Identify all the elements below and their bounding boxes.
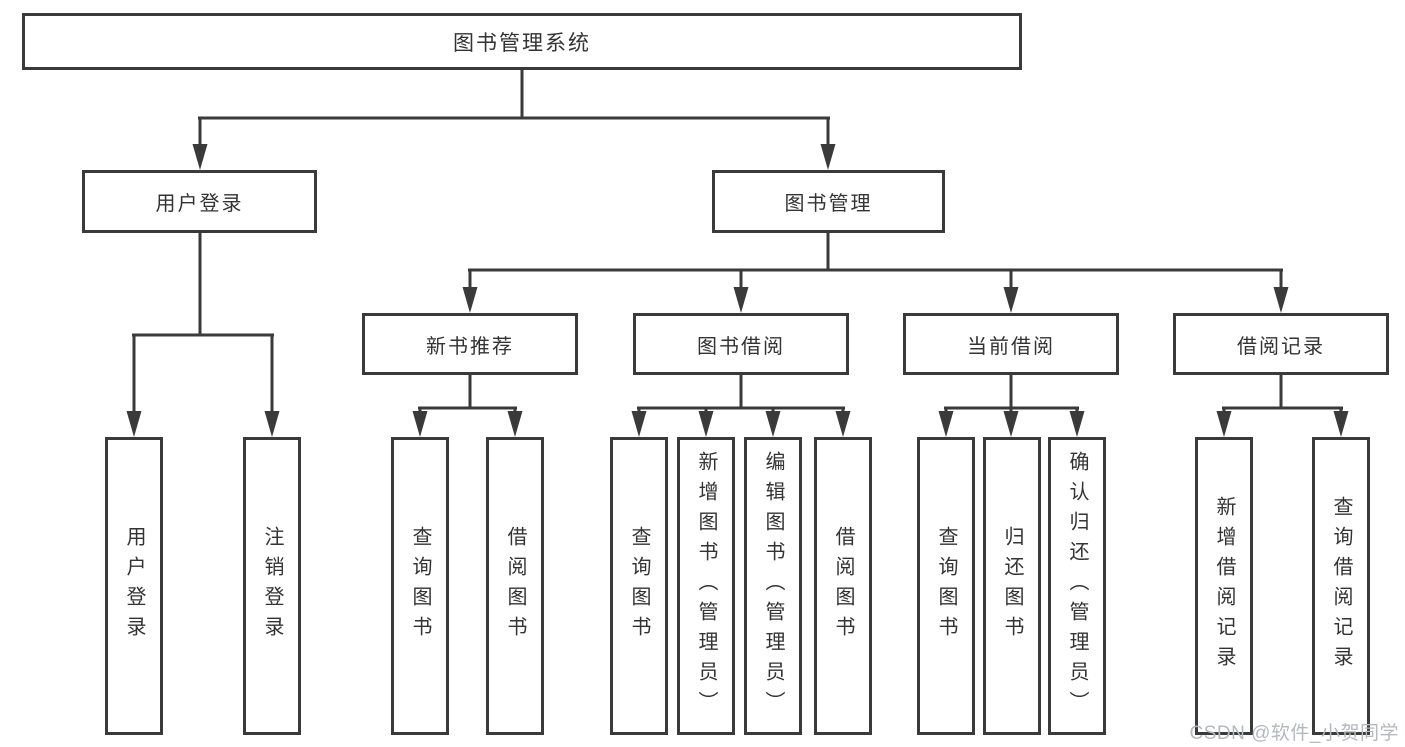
csdn-watermark: CSDN @软件_小贺同学 xyxy=(1189,723,1399,744)
leaf-add-books-admin: 新增图书（管理员） xyxy=(677,437,735,735)
connector-new-book-children xyxy=(412,375,523,437)
leaf-return-books-label: 归还图书 xyxy=(1001,526,1023,646)
connector-book-borrowing-children xyxy=(631,375,851,437)
connector-current-borrowing-children xyxy=(938,375,1085,437)
node-user-login-label: 用户登录 xyxy=(155,193,244,215)
node-book-borrowing: 图书借阅 xyxy=(633,313,849,375)
leaf-query-books-recommend-label: 查询图书 xyxy=(409,526,431,646)
node-new-book-recommendation: 新书推荐 xyxy=(362,313,578,375)
leaf-return-books: 归还图书 xyxy=(983,437,1041,735)
leaf-query-books-current: 查询图书 xyxy=(917,437,975,735)
leaf-borrow-books-borrowing-label: 借阅图书 xyxy=(832,526,854,646)
node-book-borrowing-label: 图书借阅 xyxy=(697,335,785,358)
leaf-edit-books-admin: 编辑图书（管理员） xyxy=(744,437,802,735)
leaf-add-borrow-record-label: 新增借阅记录 xyxy=(1213,496,1235,676)
leaf-query-books-borrowing: 查询图书 xyxy=(610,437,668,735)
node-user-login: 用户登录 xyxy=(82,170,317,233)
leaf-borrow-books-recommend-label: 借阅图书 xyxy=(504,526,526,646)
node-library-system: 图书管理系统 xyxy=(22,13,1022,70)
leaf-borrow-books-recommend: 借阅图书 xyxy=(486,437,544,735)
node-book-management-label: 图书管理 xyxy=(784,193,873,215)
leaf-user-login: 用户登录 xyxy=(105,437,163,735)
connector-borrowing-records-children xyxy=(1216,375,1349,437)
node-library-system-label: 图书管理系统 xyxy=(453,31,591,55)
connector-root-to-level2 xyxy=(192,70,836,170)
leaf-query-books-borrowing-label: 查询图书 xyxy=(628,526,650,646)
leaf-add-borrow-record: 新增借阅记录 xyxy=(1195,437,1253,735)
node-borrowing-records-label: 借阅记录 xyxy=(1237,335,1325,358)
leaf-add-books-admin-label: 新增图书（管理员） xyxy=(695,451,717,721)
leaf-user-login-label: 用户登录 xyxy=(123,526,145,646)
node-borrowing-records: 借阅记录 xyxy=(1173,313,1389,375)
node-book-management: 图书管理 xyxy=(712,170,945,233)
leaf-logout: 注销登录 xyxy=(243,437,301,735)
node-current-borrowing-label: 当前借阅 xyxy=(967,335,1055,358)
connector-user-login-children xyxy=(126,233,280,437)
leaf-query-borrow-record: 查询借阅记录 xyxy=(1312,437,1370,735)
connector-book-management-children xyxy=(462,233,1289,313)
leaf-borrow-books-borrowing: 借阅图书 xyxy=(814,437,872,735)
leaf-logout-label: 注销登录 xyxy=(261,526,283,646)
leaf-query-books-recommend: 查询图书 xyxy=(391,437,449,735)
leaf-confirm-return-admin-label: 确认归还（管理员） xyxy=(1066,451,1088,721)
leaf-query-books-current-label: 查询图书 xyxy=(935,526,957,646)
leaf-edit-books-admin-label: 编辑图书（管理员） xyxy=(762,451,784,721)
leaf-query-borrow-record-label: 查询借阅记录 xyxy=(1330,496,1352,676)
node-current-borrowing: 当前借阅 xyxy=(903,313,1119,375)
leaf-confirm-return-admin: 确认归还（管理员） xyxy=(1048,437,1106,735)
node-new-book-recommendation-label: 新书推荐 xyxy=(426,335,514,358)
